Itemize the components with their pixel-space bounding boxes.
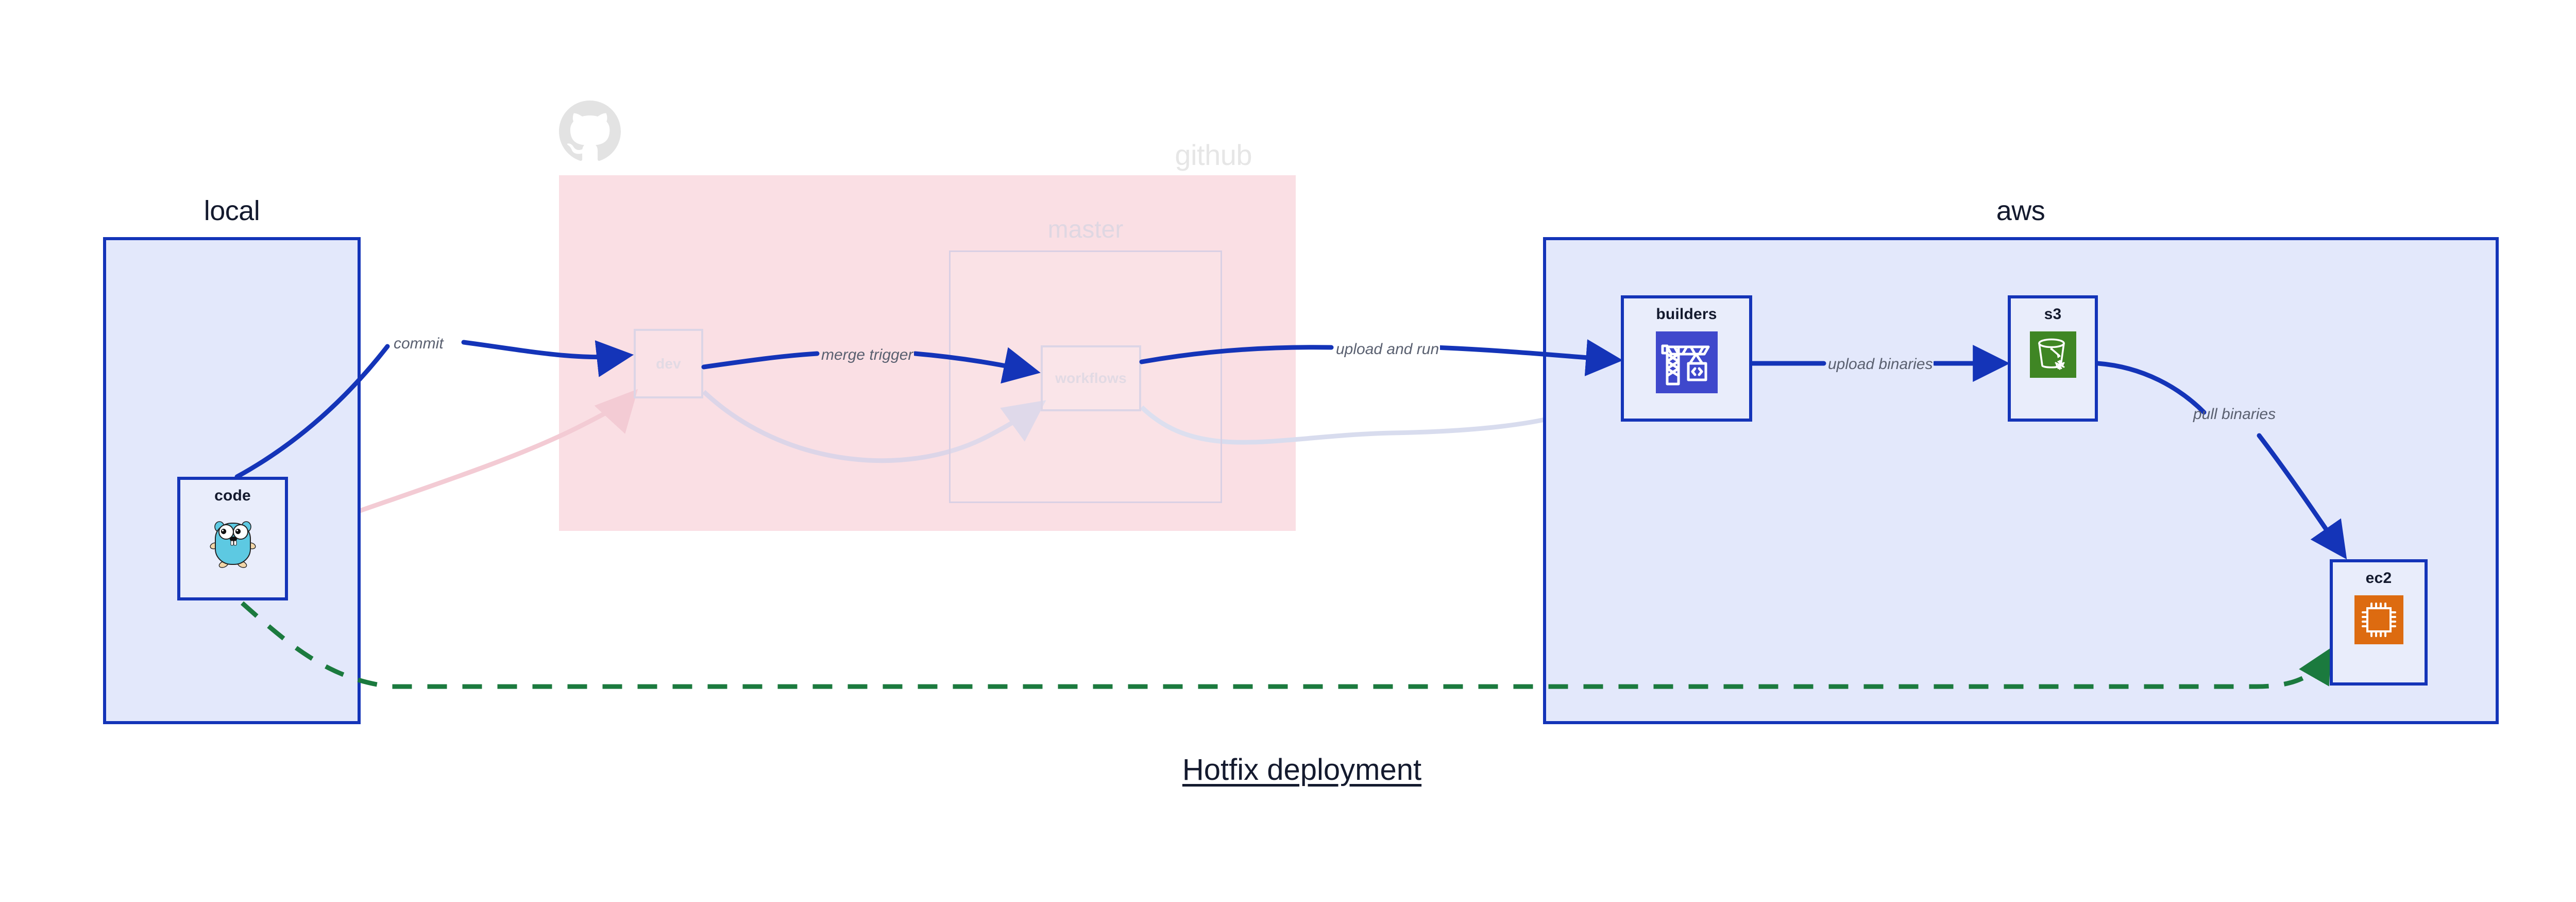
group-label-local: local bbox=[204, 195, 260, 226]
diagram-title: Hotfix deployment bbox=[1182, 753, 1422, 787]
edge-label-upload-binaries: upload binaries bbox=[1827, 356, 1934, 373]
ghost-edge-dev-workflows bbox=[702, 390, 1046, 463]
node-label-ec2: ec2 bbox=[2365, 570, 2392, 587]
edge-pull-binaries-b bbox=[2257, 433, 2347, 560]
aws-codebuild-crane-icon bbox=[1655, 331, 1718, 396]
edge-commit-a bbox=[234, 344, 390, 479]
aws-s3-glacier-bucket-icon bbox=[2029, 331, 2076, 380]
subgroup-master bbox=[949, 250, 1222, 503]
node-ec2[interactable]: ec2 bbox=[2330, 559, 2428, 686]
subgroup-label-master: master bbox=[1047, 216, 1124, 243]
node-workflows[interactable]: workflows bbox=[1041, 345, 1141, 411]
node-builders[interactable]: builders bbox=[1621, 295, 1752, 422]
edge-label-upload-and-run: upload and run bbox=[1335, 341, 1440, 358]
edge-label-commit: commit bbox=[393, 335, 445, 353]
ghost-edge-code-dev bbox=[287, 389, 638, 539]
edge-commit-b bbox=[461, 340, 634, 377]
node-dev[interactable]: dev bbox=[634, 329, 703, 398]
edge-label-merge-trigger: merge trigger bbox=[820, 346, 914, 364]
edge-upload-and-run-b bbox=[1432, 339, 1623, 376]
node-label-dev: dev bbox=[656, 355, 681, 372]
edge-hotfix-direct bbox=[241, 601, 2331, 689]
edge-upload-and-run-a bbox=[1139, 345, 1334, 364]
group-label-aws: aws bbox=[1996, 195, 2045, 226]
node-s3[interactable]: s3 bbox=[2008, 295, 2098, 422]
aws-ec2-chip-icon bbox=[2354, 595, 2403, 647]
edge-pull-binaries-a bbox=[2095, 361, 2207, 415]
edge-merge-trigger-b bbox=[912, 347, 1041, 384]
node-label-builders: builders bbox=[1656, 306, 1717, 323]
node-label-workflows: workflows bbox=[1055, 370, 1127, 386]
edge-merge-trigger-a bbox=[701, 351, 820, 370]
node-code[interactable]: code bbox=[177, 477, 288, 600]
edge-label-pull-binaries: pull binaries bbox=[2193, 406, 2276, 423]
go-gopher-icon bbox=[208, 513, 258, 571]
github-octocat-icon bbox=[559, 101, 621, 161]
node-label-s3: s3 bbox=[2044, 306, 2062, 323]
node-label-code: code bbox=[214, 487, 251, 504]
group-label-github: github bbox=[1175, 139, 1252, 171]
